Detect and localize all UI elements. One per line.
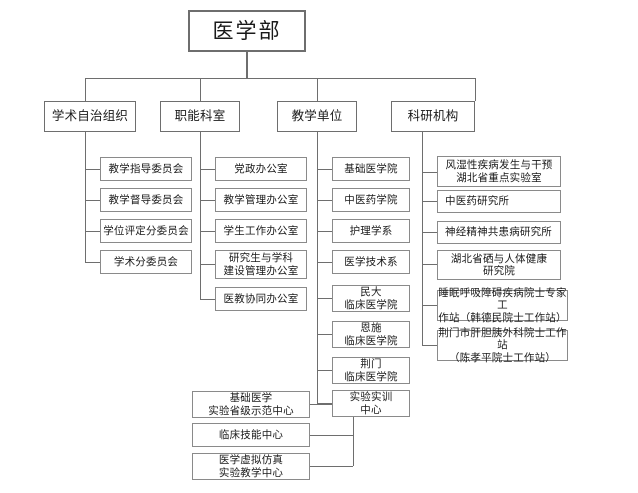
connector-subunit-0	[310, 404, 353, 405]
connector-subunit-1	[310, 435, 353, 436]
connector-elbow-col3-6	[317, 370, 332, 371]
connector-elbow-col2-3	[200, 264, 215, 265]
node-subunit-2[interactable]: 医学虚拟仿真 实验教学中心	[192, 453, 310, 480]
connector-elbow-col4-0	[422, 172, 437, 173]
connector-drop-branch-0	[85, 78, 86, 101]
connector-elbow-col3-5	[317, 334, 332, 335]
node-branch-functional-offices[interactable]: 职能科室	[160, 101, 240, 132]
node-leaf-col3-6[interactable]: 荆门 临床医学院	[332, 357, 410, 384]
node-subunit-1[interactable]: 临床技能中心	[192, 423, 310, 447]
node-leaf-col4-0[interactable]: 风湿性疾病发生与干预 湖北省重点实验室	[437, 156, 561, 187]
connector-elbow-col1-3	[85, 262, 100, 263]
node-subunit-0[interactable]: 基础医学 实验省级示范中心	[192, 391, 310, 418]
connector-elbow-col3-3	[317, 262, 332, 263]
node-leaf-col3-0[interactable]: 基础医学院	[332, 157, 410, 181]
node-branch-teaching-units[interactable]: 教学单位	[277, 101, 357, 132]
node-leaf-col2-0[interactable]: 党政办公室	[215, 157, 307, 181]
node-leaf-col3-2[interactable]: 护理学系	[332, 219, 410, 243]
node-root-medical-department[interactable]: 医学部	[188, 10, 306, 52]
node-leaf-col3-1[interactable]: 中医药学院	[332, 188, 410, 212]
node-leaf-col2-4[interactable]: 医教协同办公室	[215, 287, 307, 311]
node-leaf-col4-5[interactable]: 荆门市肝胆胰外科院士工作站 （陈孝平院士工作站）	[437, 326, 568, 364]
connector-subunit-2	[310, 466, 353, 467]
connector-root-stem	[246, 52, 248, 79]
node-leaf-col4-4[interactable]: 睡眠呼吸障碍疾病院士专家工 作站（韩德民院士工作站）	[437, 286, 568, 324]
connector-elbow-col4-5	[422, 345, 437, 346]
node-leaf-col4-1[interactable]: 中医药研究所	[437, 190, 561, 213]
node-leaf-col2-3[interactable]: 研究生与学科 建设管理办公室	[215, 250, 307, 279]
node-leaf-col3-3[interactable]: 医学技术系	[332, 250, 410, 274]
node-leaf-col4-2[interactable]: 神经精神共患病研究所	[437, 221, 561, 244]
connector-elbow-col4-4	[422, 305, 437, 306]
connector-elbow-col1-1	[85, 200, 100, 201]
connector-trunk-col4	[422, 132, 423, 345]
node-leaf-col3-4[interactable]: 民大 临床医学院	[332, 285, 410, 312]
connector-elbow-col2-1	[200, 200, 215, 201]
node-leaf-col1-3[interactable]: 学术分委员会	[100, 250, 192, 274]
node-leaf-experimental-training-center[interactable]: 实验实训 中心	[332, 390, 410, 417]
connector-elbow-col1-0	[85, 169, 100, 170]
connector-subunit-bus	[353, 404, 354, 466]
connector-elbow-col3-0	[317, 169, 332, 170]
connector-elbow-col4-3	[422, 264, 437, 265]
connector-drop-branch-2	[317, 78, 318, 101]
connector-elbow-col3-4	[317, 298, 332, 299]
connector-drop-branch-3	[475, 78, 476, 101]
node-leaf-col2-1[interactable]: 教学管理办公室	[215, 188, 307, 212]
connector-subunit-top-feed	[353, 417, 354, 418]
node-leaf-col2-2[interactable]: 学生工作办公室	[215, 219, 307, 243]
node-leaf-col1-1[interactable]: 教学督导委员会	[100, 188, 192, 212]
connector-elbow-col2-4	[200, 299, 215, 300]
connector-trunk-col1	[85, 132, 86, 262]
node-leaf-col3-5[interactable]: 恩施 临床医学院	[332, 321, 410, 348]
connector-elbow-col3-7	[317, 403, 332, 404]
node-branch-research-institutions[interactable]: 科研机构	[391, 101, 475, 132]
connector-elbow-col2-0	[200, 169, 215, 170]
connector-elbow-col4-2	[422, 232, 437, 233]
connector-level2-bus	[85, 78, 475, 79]
connector-drop-branch-1	[200, 78, 201, 101]
connector-trunk-col2	[200, 132, 201, 299]
connector-trunk-col3	[317, 132, 318, 403]
node-leaf-col4-3[interactable]: 湖北省硒与人体健康 研究院	[437, 250, 561, 280]
node-leaf-col1-2[interactable]: 学位评定分委员会	[100, 219, 192, 243]
connector-elbow-col3-2	[317, 231, 332, 232]
node-branch-academic-self-governance[interactable]: 学术自治组织	[44, 101, 136, 132]
connector-elbow-col2-2	[200, 231, 215, 232]
connector-elbow-col1-2	[85, 231, 100, 232]
connector-elbow-col3-1	[317, 200, 332, 201]
connector-elbow-col4-1	[422, 201, 437, 202]
node-leaf-col1-0[interactable]: 教学指导委员会	[100, 157, 192, 181]
